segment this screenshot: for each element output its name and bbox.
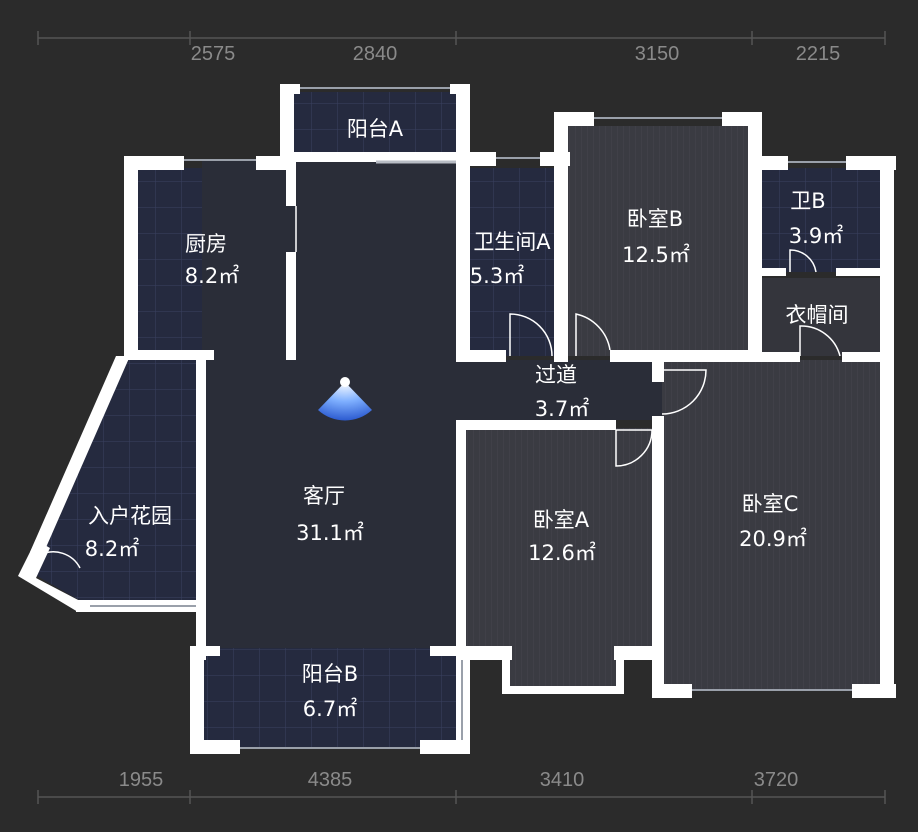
bottom-dimension-label: 1955: [119, 769, 164, 791]
room-name-bedroom-a: 卧室A: [533, 508, 590, 532]
top-dimension-label: 2215: [796, 43, 841, 65]
room-area-corridor: 3.7㎡: [535, 397, 589, 421]
room-area-bedroom-a: 12.6㎡: [528, 541, 596, 565]
bottom-dimension-label: 3410: [540, 769, 585, 791]
bedroom-b-floor: [565, 126, 753, 356]
corridor-floor: [460, 360, 665, 420]
top-dimension-label: 2840: [353, 43, 398, 65]
balcony-b-floor: [200, 648, 460, 748]
bedroom-a-bay-floor: [506, 648, 620, 688]
room-area-bath-b: 3.9㎡: [789, 224, 843, 248]
cloakroom-floor: [758, 278, 882, 356]
room-name-kitchen: 厨房: [185, 232, 227, 256]
room-name-corridor: 过道: [535, 363, 577, 387]
bath-b-floor: [758, 168, 882, 272]
entrance-garden-floor: [30, 360, 202, 604]
room-name-cloakroom: 衣帽间: [786, 303, 849, 327]
room-name-bedroom-c: 卧室C: [742, 492, 799, 516]
room-name-bedroom-b: 卧室B: [627, 207, 683, 231]
room-area-bathroom-a: 5.3㎡: [470, 264, 524, 288]
doors: [39, 206, 841, 569]
room-name-bathroom-a: 卫生间A: [473, 230, 551, 254]
room-area-kitchen: 8.2㎡: [185, 264, 239, 288]
view-position-icon: [340, 377, 350, 387]
bottom-dimension-line: [37, 790, 886, 804]
bedroom-a-floor: [462, 428, 660, 650]
top-dimension-label: 2575: [191, 43, 236, 65]
windows: [90, 87, 852, 749]
room-area-bedroom-b: 12.5㎡: [622, 243, 690, 267]
view-direction-icon: [318, 382, 372, 421]
bedroom-c-floor: [662, 360, 884, 690]
room-name-entrance-garden: 入户花园: [88, 504, 172, 528]
room-name-balcony-a: 阳台A: [347, 117, 404, 141]
top-dimension-line: [37, 31, 886, 45]
room-name-bath-b: 卫B: [790, 189, 825, 213]
room-area-bedroom-c: 20.9㎡: [739, 527, 807, 551]
room-name-balcony-b: 阳台B: [302, 662, 358, 686]
room-area-living-room: 31.1㎡: [296, 521, 364, 545]
bottom-dimension-label: 4385: [308, 769, 353, 791]
room-name-living-room: 客厅: [303, 484, 345, 508]
room-area-balcony-b: 6.7㎡: [303, 697, 357, 721]
top-dimension-label: 3150: [635, 43, 680, 65]
room-area-entrance-garden: 8.2㎡: [85, 537, 139, 561]
balcony-a-floor: [290, 92, 458, 162]
bottom-dimension-label: 3720: [754, 769, 799, 791]
